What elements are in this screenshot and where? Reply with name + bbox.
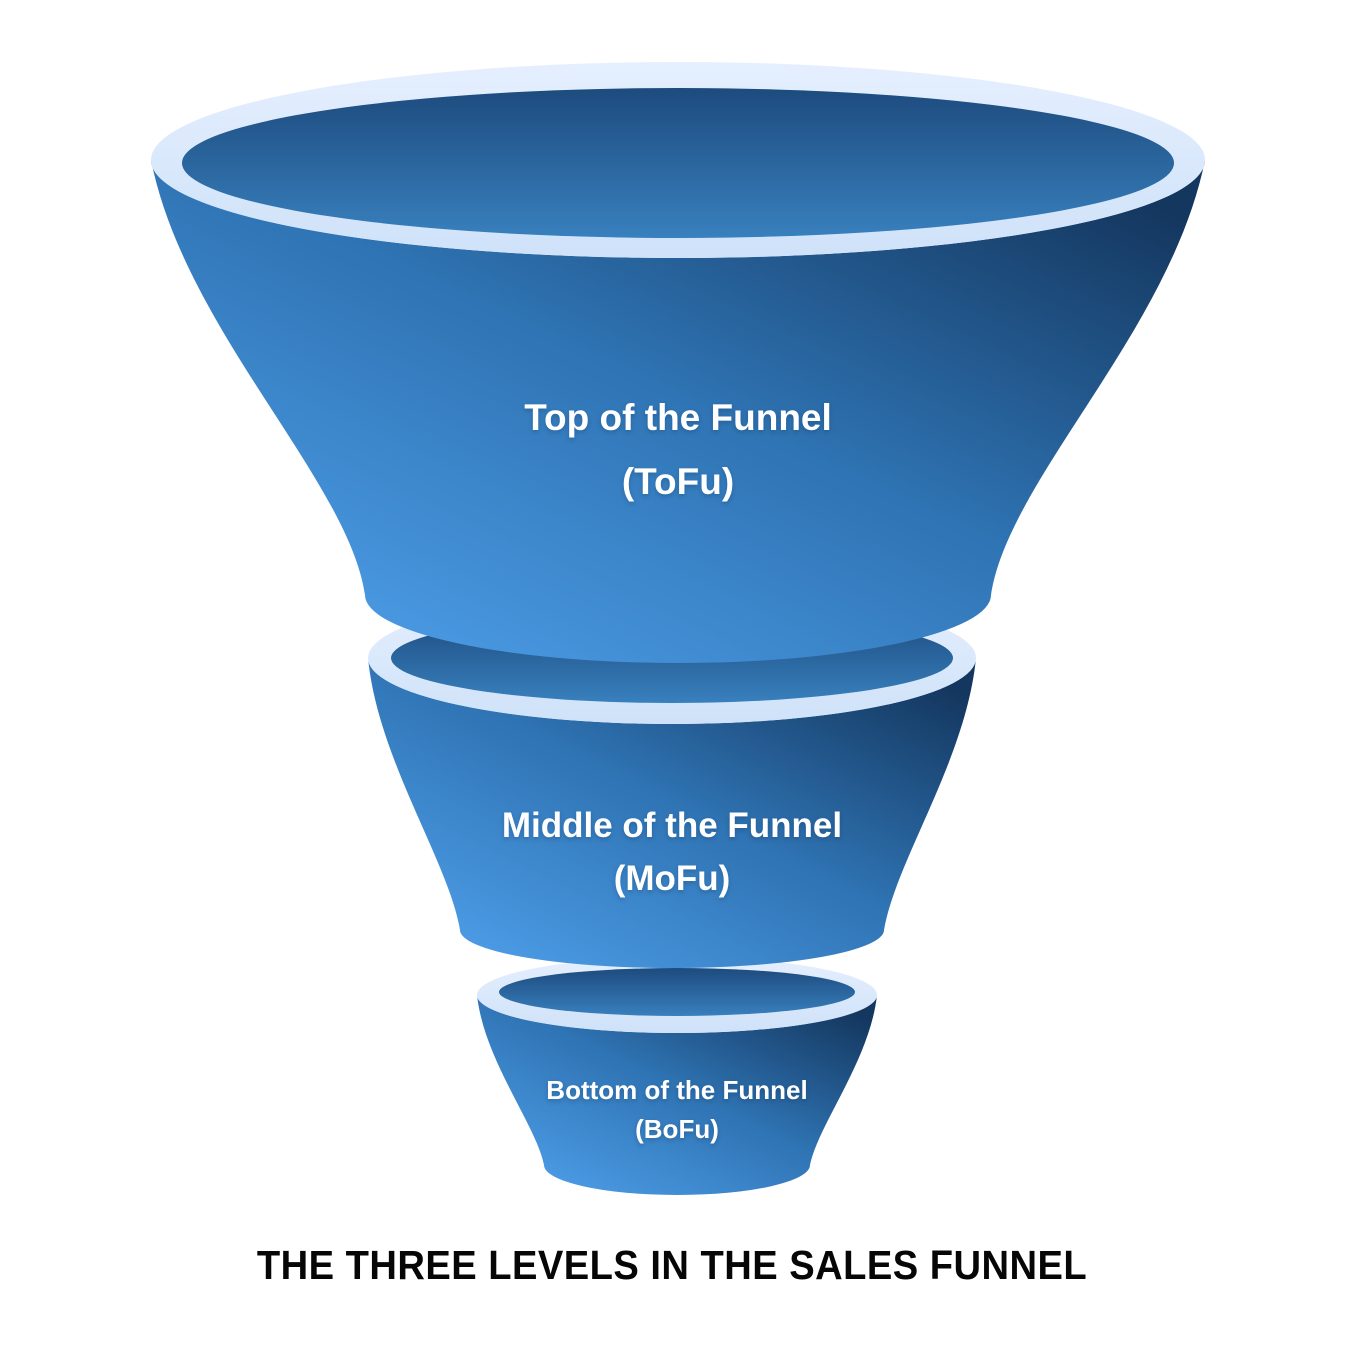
funnel-section-bofu [477, 957, 877, 1195]
mofu-label: Middle of the Funnel [501, 806, 843, 845]
tofu-body [151, 160, 1205, 663]
bofu-opening [499, 968, 855, 1016]
tofu-opening [182, 88, 1174, 238]
mofu-abbr: (MoFu) [613, 859, 731, 898]
bofu-abbr: (BoFu) [635, 1114, 719, 1144]
tofu-label: Top of the Funnel [524, 397, 832, 438]
tofu-abbr: (ToFu) [621, 461, 735, 502]
bofu-body [477, 995, 877, 1195]
funnel-section-tofu [151, 62, 1205, 663]
diagram-title: THE THREE LEVELS IN THE SALES FUNNEL [256, 1242, 1088, 1288]
mofu-body [368, 658, 976, 968]
bofu-label: Bottom of the Funnel [546, 1075, 808, 1105]
